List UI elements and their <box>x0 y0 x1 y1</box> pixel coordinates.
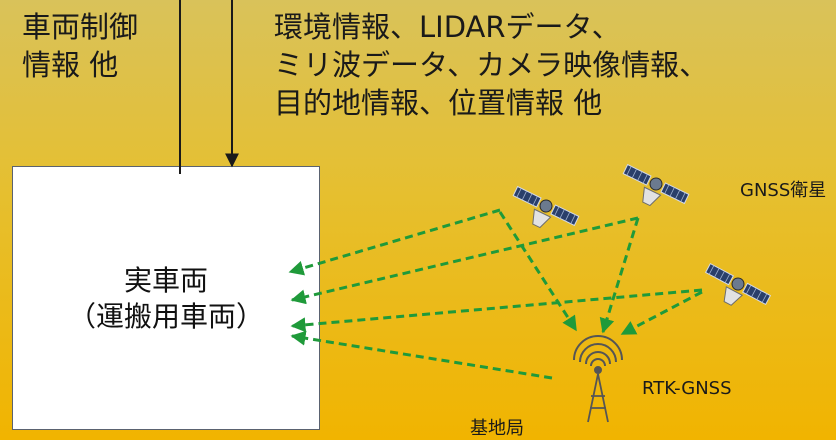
gnss-satellite-3 <box>697 262 772 320</box>
sensor-info-line3: 目的地情報、位置情報 他 <box>274 86 603 120</box>
vehicle-label-line1: 実車両 <box>123 264 208 297</box>
signal-arrow-sat3-base <box>620 290 703 336</box>
rtk-gnss-label: RTK-GNSS <box>642 378 732 399</box>
signal-arrow-sat2-base <box>599 217 640 334</box>
vehicle-control-line2: 情報 他 <box>22 48 119 82</box>
gnss-satellite-2 <box>615 163 690 220</box>
vehicle-control-line1: 車両制御 <box>22 10 139 44</box>
real-vehicle-box: 実車両 （運搬用車両） <box>12 166 320 430</box>
base-station-label: 基地局 <box>470 418 524 439</box>
correction-arrow-base-vehicle <box>290 330 553 380</box>
signal-arrow-sat1-base <box>498 211 578 332</box>
signal-arrow-sat3-vehicle <box>290 288 703 333</box>
signal-arrow-sat2-vehicle <box>290 216 639 305</box>
gnss-satellite-1 <box>505 185 580 242</box>
sensor-info-line2: ミリ波データ、カメラ映像情報、 <box>274 48 709 82</box>
vehicle-control-label: 車両制御 情報 他 <box>22 8 138 84</box>
vehicle-label: 実車両 （運搬用車両） <box>13 263 319 335</box>
vehicle-label-line2: （運搬用車両） <box>67 300 264 333</box>
gnss-satellite-label: GNSS衛星 <box>740 180 827 201</box>
sensor-info-line1: 環境情報、LIDARデータ、 <box>274 10 621 44</box>
sensor-info-label: 環境情報、LIDARデータ、 ミリ波データ、カメラ映像情報、 目的地情報、位置情… <box>274 8 708 122</box>
rtk-antenna-icon <box>573 335 623 423</box>
signal-arrow-sat1-vehicle <box>288 208 501 276</box>
